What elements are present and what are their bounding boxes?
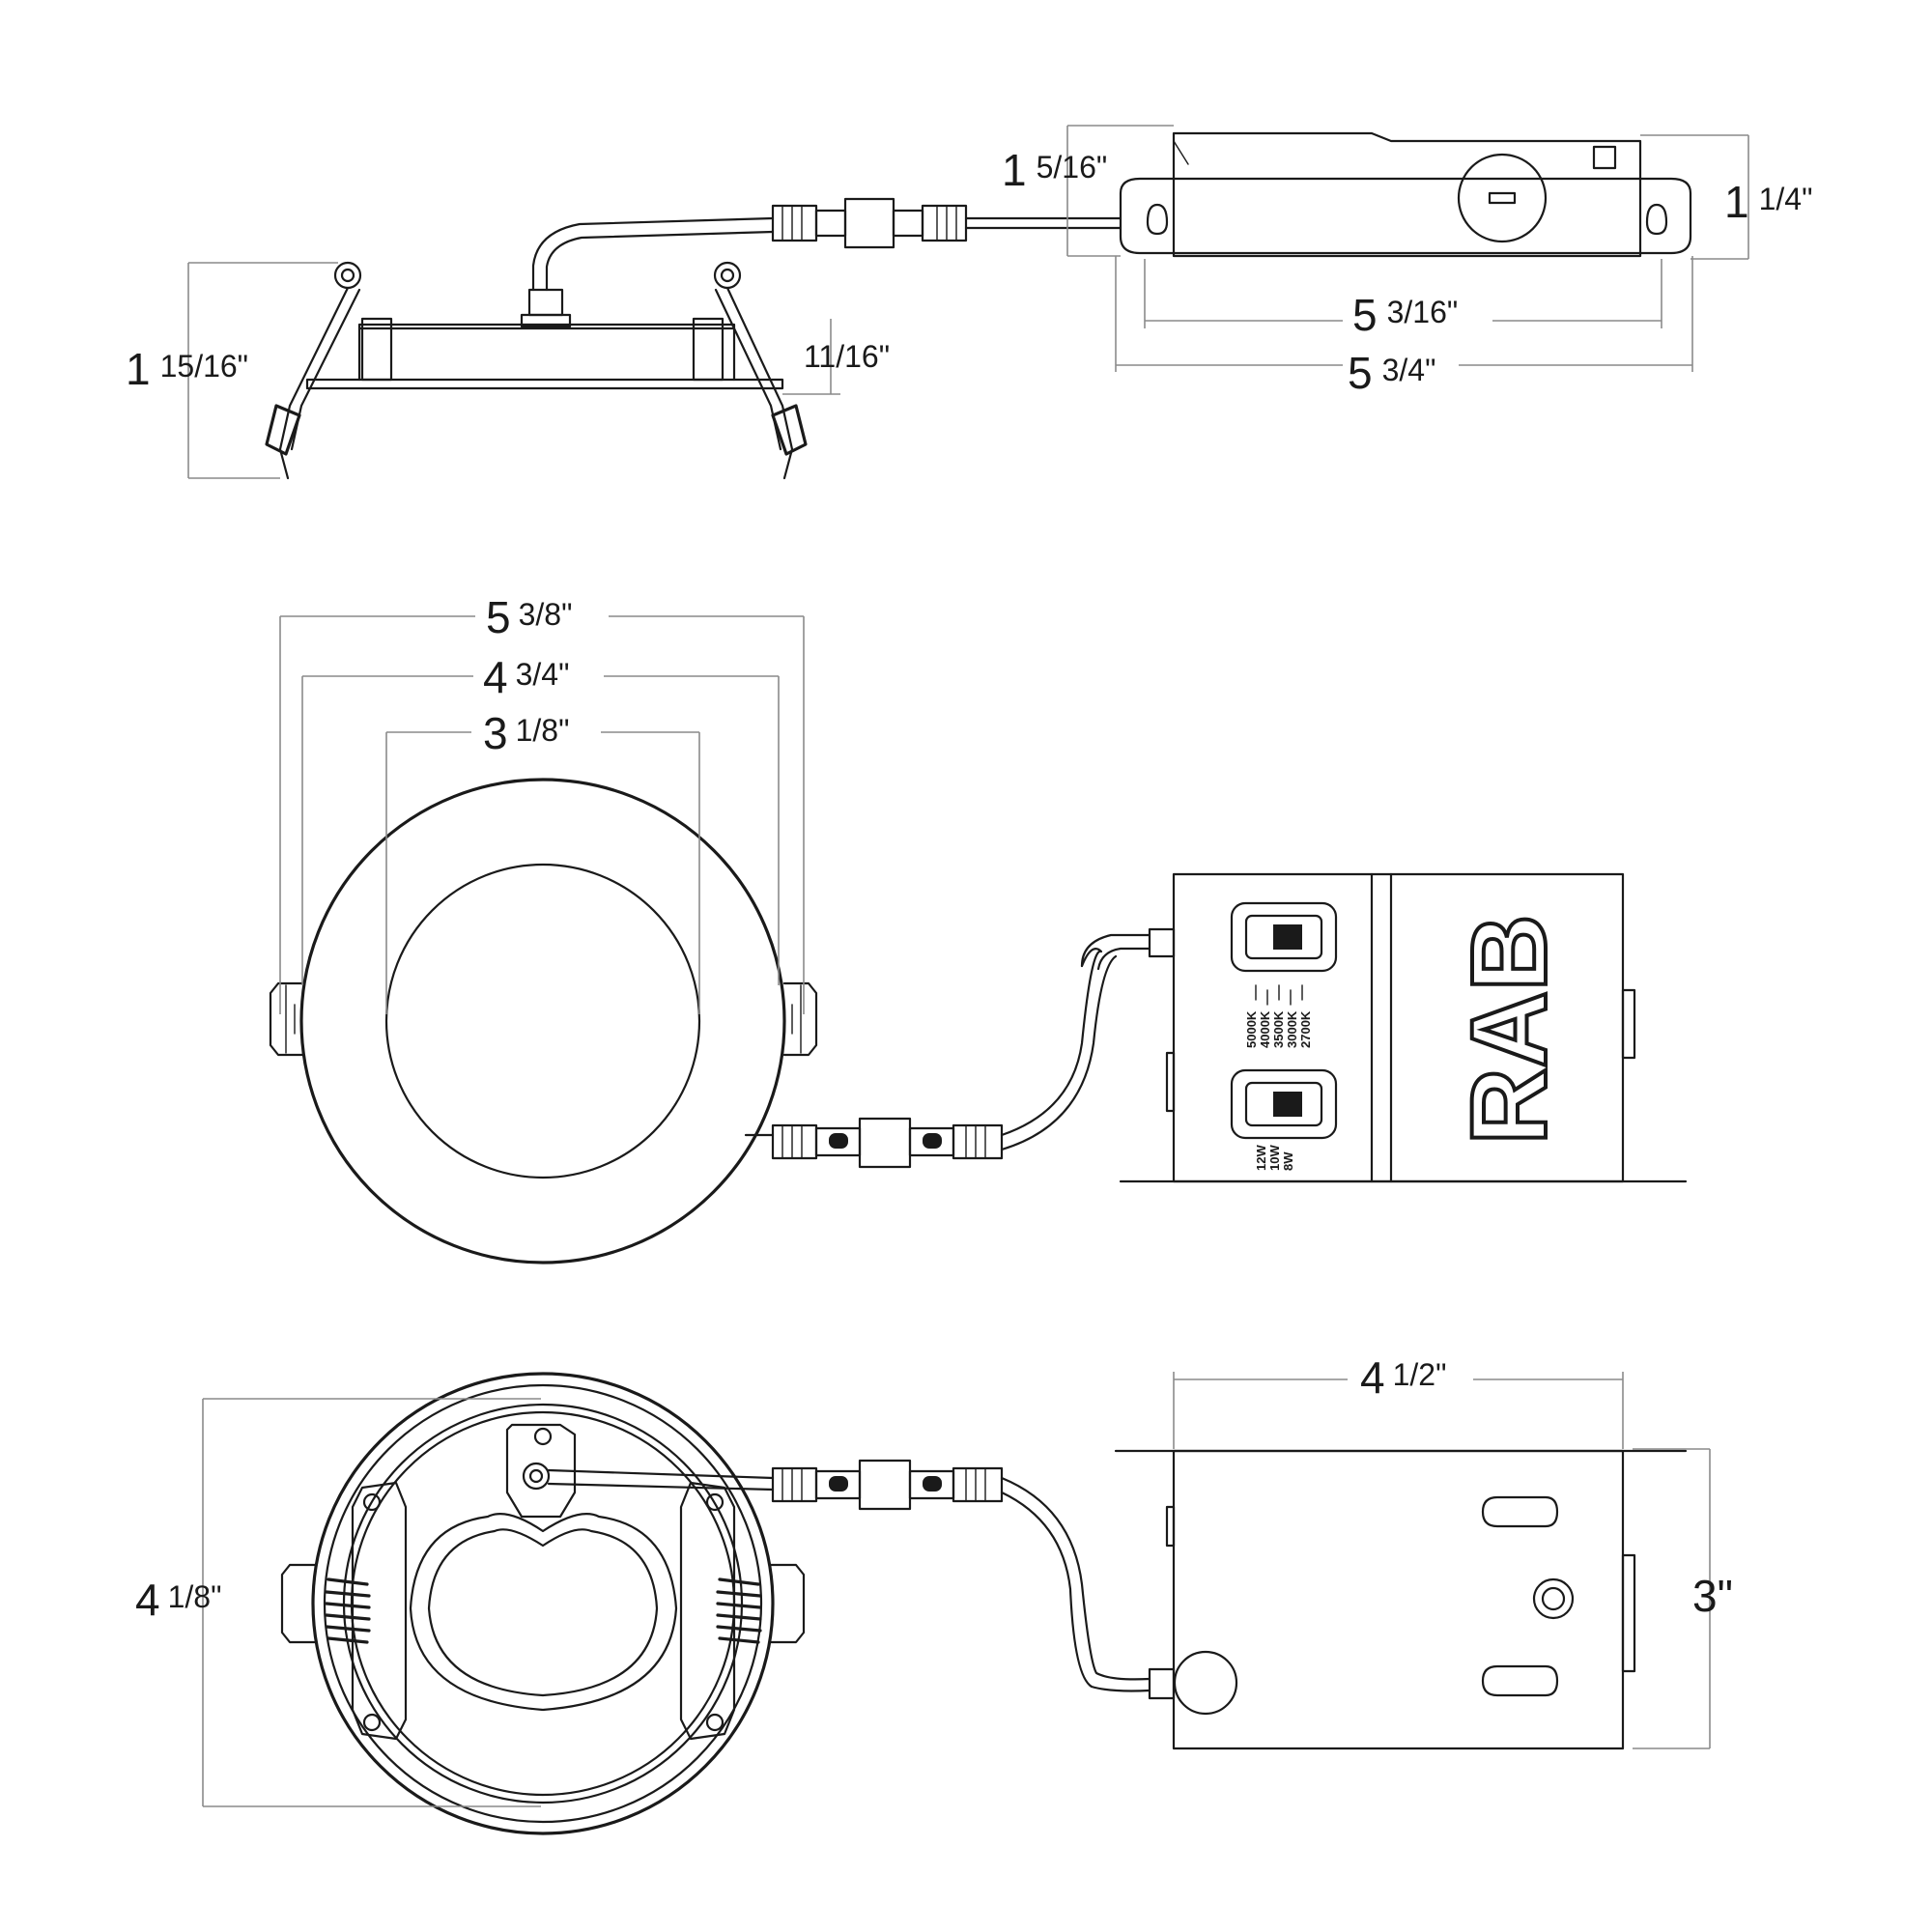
cct-option: 3000K (1285, 1010, 1299, 1048)
front-lens (384, 863, 701, 1179)
brand-logo: RAB (1450, 915, 1569, 1145)
front-trim-ring (299, 778, 786, 1264)
back-spring-left (325, 1577, 371, 1644)
dim-label-side-trim-height: 11/16" (804, 339, 890, 374)
side-connector (771, 197, 1122, 249)
wattage-option: 8W (1281, 1151, 1295, 1171)
back-outer-ring (311, 1372, 775, 1835)
back-junction-box (1114, 1449, 1688, 1750)
cct-option: 4000K (1258, 1010, 1272, 1048)
back-heat-sink (409, 1513, 678, 1712)
back-dimension-lines (202, 1372, 1711, 1807)
side-driver-box (1119, 131, 1692, 258)
side-dimension-lines (187, 125, 1749, 479)
cct-labels: 5000K 4000K 3500K 3000K 2700K (1244, 1010, 1313, 1048)
back-spring-right (716, 1577, 762, 1644)
cct-option: 3500K (1271, 1010, 1286, 1048)
front-dimension-lines (279, 615, 805, 1014)
wattage-option: 12W (1254, 1145, 1268, 1171)
front-connector (744, 927, 1176, 1169)
dim-label-jbox-height: 3" (1692, 1571, 1733, 1621)
wattage-labels: 12W 10W 8W (1254, 1145, 1295, 1171)
cct-option: 5000K (1244, 1010, 1259, 1048)
wattage-option: 10W (1267, 1145, 1282, 1171)
back-connector (547, 1459, 1238, 1716)
side-fixture (265, 216, 808, 480)
front-driver-box: 5000K 4000K 3500K 3000K 2700K 12W 10W 8W… (1119, 872, 1688, 1183)
cct-option: 2700K (1298, 1010, 1313, 1048)
front-view: 5000K 4000K 3500K 3000K 2700K 12W 10W 8W… (269, 592, 1688, 1264)
